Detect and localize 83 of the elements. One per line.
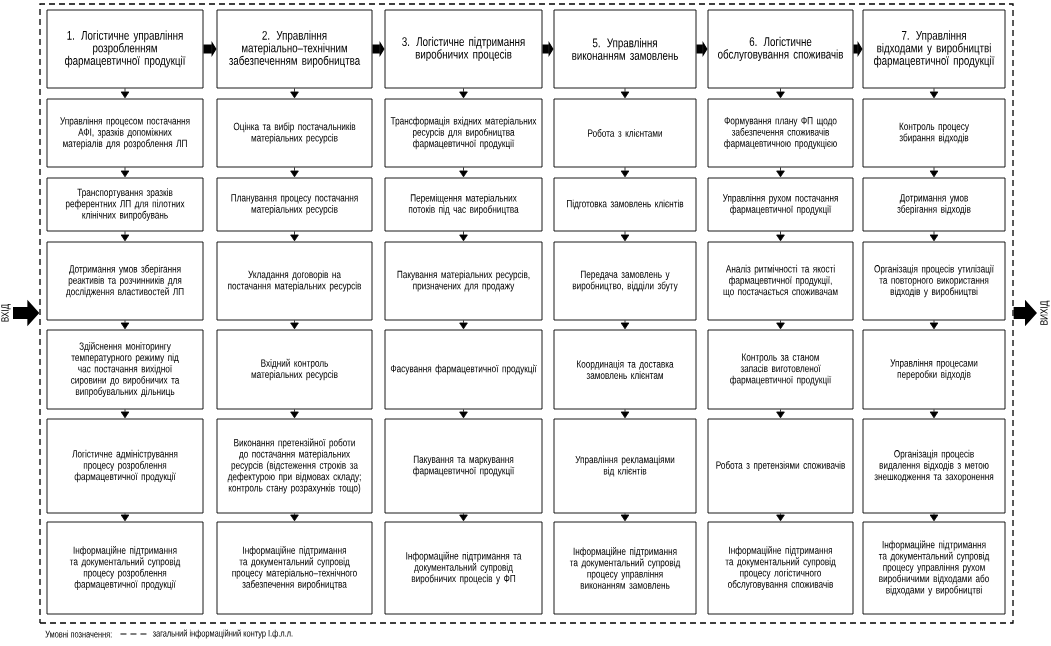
process-box: Пакування та маркування фармацевтичної продукції (384, 418, 543, 514)
process-box: Трансформація вхідних матеріальних ресурсів для виробництва фармацевтичної продукції (384, 98, 543, 168)
arrow (459, 513, 468, 522)
arrow (620, 320, 630, 330)
arrow (459, 88, 468, 99)
arrow (776, 167, 785, 178)
header-box: 7. Управління відходами у виробництві фармацевтичної продукції (862, 9, 1006, 89)
arrow (459, 231, 468, 242)
header-box: 1. Логістичне управління розробленням фармацевтичної продукції (46, 9, 204, 89)
arrow (620, 513, 630, 522)
edge-label: ВИХІД (1040, 300, 1050, 325)
arrow (620, 409, 630, 419)
arrow (776, 320, 785, 330)
header-box: 3. Логістичне підтримання виробничих процесів (384, 9, 543, 89)
arrow (290, 88, 299, 99)
process-box: Робота з клієнтами (553, 98, 697, 168)
legend-text: загальний інформаційний контур І.ф.л.л. (152, 629, 293, 639)
arrow (290, 167, 299, 178)
process-box: Укладання договорів на постачання матеріальних ресурсів (216, 241, 373, 321)
arrow (120, 231, 130, 242)
dashed-frame (39, 3, 1014, 624)
arrow (929, 320, 939, 330)
process-box: Управління процесами переробки відходів (862, 329, 1006, 410)
process-box: Управління рекламаціями від клієнтів (553, 418, 697, 514)
process-box: Інформаційне підтримання та документальний супровід процесу розроблення фармацевтичної продукції (46, 521, 204, 615)
arrow (620, 167, 630, 178)
process-box: Управління процесом постачання АФІ, зразків допоміжних матеріалів для розроблення ЛП (46, 98, 204, 168)
arrow (929, 231, 939, 242)
arrow (929, 167, 939, 178)
header-box: 5. Управління виконанням замовлень (553, 9, 697, 89)
process-box: Координація та доставка замовлень клієнтам (553, 329, 697, 410)
process-box: Дотримання умов зберігання реактивів та розчинників для дослідження властивостей ЛП (46, 241, 204, 321)
arrow (120, 88, 130, 99)
arrow (290, 231, 299, 242)
arrow (120, 513, 130, 522)
process-box: Інформаційне підтримання та документальний супровід процесу матеріально–технічного забезпечення виробництва (216, 521, 373, 615)
process-box: Організація процесів видалення відходів з метою знешкодження та захоронення (862, 418, 1006, 514)
process-box: Організація процесів утилізації та повторного використання відходів у виробництві (862, 241, 1006, 321)
process-box: Фасування фармацевтичної продукції (384, 329, 543, 410)
arrow (290, 513, 299, 522)
header-box: 2. Управління матеріально–технічним забезпеченням виробництва (216, 9, 373, 89)
process-box: Контроль за станом запасів виготовленої фармацевтичної продукції (707, 329, 854, 410)
process-box: Передача замовлень у виробництво, відділи збуту (553, 241, 697, 321)
process-box: Інформаційне підтримання та документальний супровід виробничих процесів у ФП (384, 521, 543, 615)
process-box: Робота з претензіями споживачів (707, 418, 854, 514)
arrow (776, 88, 785, 99)
arrow (459, 167, 468, 178)
process-box: Здійснення моніторингу температурного режиму під час постачання вихідної сировини до виробничих та випробувальних дільниць (46, 329, 204, 410)
process-box: Аналіз ритмічності та якості фармацевтичної продукції, що постачається споживачам (707, 241, 854, 321)
arrow (120, 320, 130, 330)
process-box: Інформаційне підтримання та документальний супровід процесу управління виконанням замовлень (553, 521, 697, 615)
process-box: Планування процесу постачання матеріальних ресурсів (216, 177, 373, 232)
process-box: Підготовка замовлень клієнтів (553, 177, 697, 232)
process-box: Управління рухом постачання фармацевтичної продукції (707, 177, 854, 232)
arrow (459, 409, 468, 419)
process-box: Оцінка та вибір постачальників матеріальних ресурсів (216, 98, 373, 168)
arrow (929, 513, 939, 522)
process-box: Контроль процесу збирання відходів (862, 98, 1006, 168)
arrow (929, 88, 939, 99)
process-box: Логістичне адміністрування процесу розроблення фармацевтичної продукції (46, 418, 204, 514)
arrow (620, 231, 630, 242)
process-box: Транспортування зразків референтних ЛП для пілотних клінічних випробувань (46, 177, 204, 232)
arrow (776, 513, 785, 522)
arrow (776, 231, 785, 242)
edge-label: ВХІД (1, 303, 11, 322)
process-box: Формування плану ФП щодо забезпечення споживачів фармацевтичною продукцією (707, 98, 854, 168)
arrow (290, 320, 299, 330)
legend-title: Умовні позначення: (45, 630, 112, 638)
arrow (620, 88, 630, 99)
arrow (120, 409, 130, 419)
process-box: Переміщення матеріальних потоків під час виробництва (384, 177, 543, 232)
process-box: Виконання претензійної роботи до постачання матеріальних ресурсів (відстеження строків за дефектурою при відмовах складу; контроль стану розрахунків тощо) (216, 418, 373, 514)
process-box: Інформаційне підтримання та документальний супровід процесу управління рухом виробничими відходами або відходами у виробництві (862, 521, 1006, 615)
process-box: Інформаційне підтримання та документальний супровід процесу логістичного обслуговування споживачів (707, 521, 854, 615)
arrow (120, 167, 130, 178)
arrow (776, 409, 785, 419)
header-box: 6. Логістичне обслуговування споживачів (707, 9, 854, 89)
process-box: Пакування матеріальних ресурсів, призначених для продажу (384, 241, 543, 321)
process-box: Вхідний контроль матеріальних ресурсів (216, 329, 373, 410)
process-box: Дотримання умов зберігання відходів (862, 177, 1006, 232)
arrow (929, 409, 939, 419)
arrow (290, 409, 299, 419)
arrow (459, 320, 468, 330)
